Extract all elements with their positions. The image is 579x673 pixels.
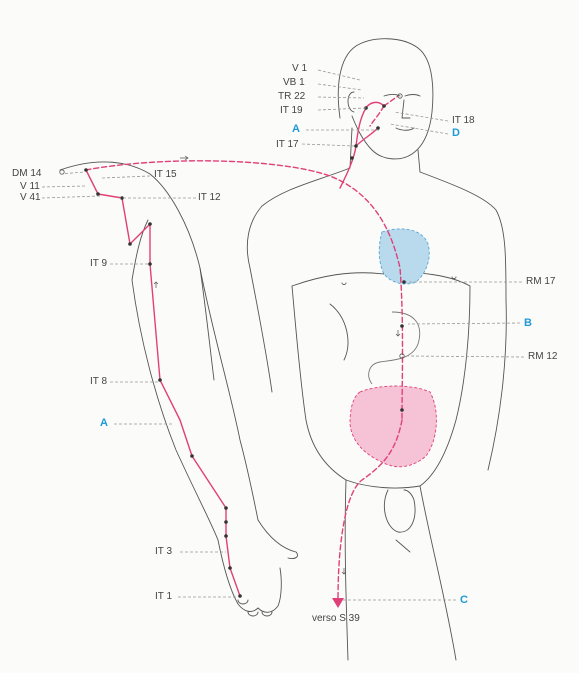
intestine-organ — [350, 386, 436, 467]
label-it1: IT 1 — [155, 592, 172, 602]
label-v11: V 11 — [20, 182, 40, 192]
label-c: C — [460, 595, 468, 605]
label-it15: IT 15 — [154, 170, 177, 180]
stomach-organ — [369, 312, 420, 384]
arrow-c — [332, 598, 344, 608]
meridian-dashed — [86, 96, 403, 600]
label-it8: IT 8 — [90, 377, 107, 387]
label-a-head: A — [292, 124, 300, 134]
label-rm17: RM 17 — [526, 277, 555, 287]
label-it12: IT 12 — [198, 193, 221, 203]
heart-organ — [379, 229, 429, 284]
label-tr22: TR 22 — [278, 92, 305, 102]
label-rm12: RM 12 — [528, 352, 557, 362]
body-outline — [60, 39, 506, 660]
label-it19: IT 19 — [280, 106, 303, 116]
label-it17: IT 17 — [276, 140, 299, 150]
label-dm14: DM 14 — [12, 169, 41, 179]
label-a-arm: A — [100, 418, 108, 428]
label-vb1: VB 1 — [283, 78, 305, 88]
acupoints — [84, 104, 406, 598]
label-it9: IT 9 — [90, 259, 107, 269]
meridian-solid — [86, 102, 384, 596]
label-it3: IT 3 — [155, 547, 172, 557]
label-it18: IT 18 — [452, 116, 475, 126]
label-v41: V 41 — [20, 193, 41, 203]
label-d-head: D — [452, 128, 460, 138]
label-verso-s39: verso S 39 — [312, 614, 360, 624]
label-v1: V 1 — [292, 64, 307, 74]
label-b: B — [524, 318, 532, 328]
